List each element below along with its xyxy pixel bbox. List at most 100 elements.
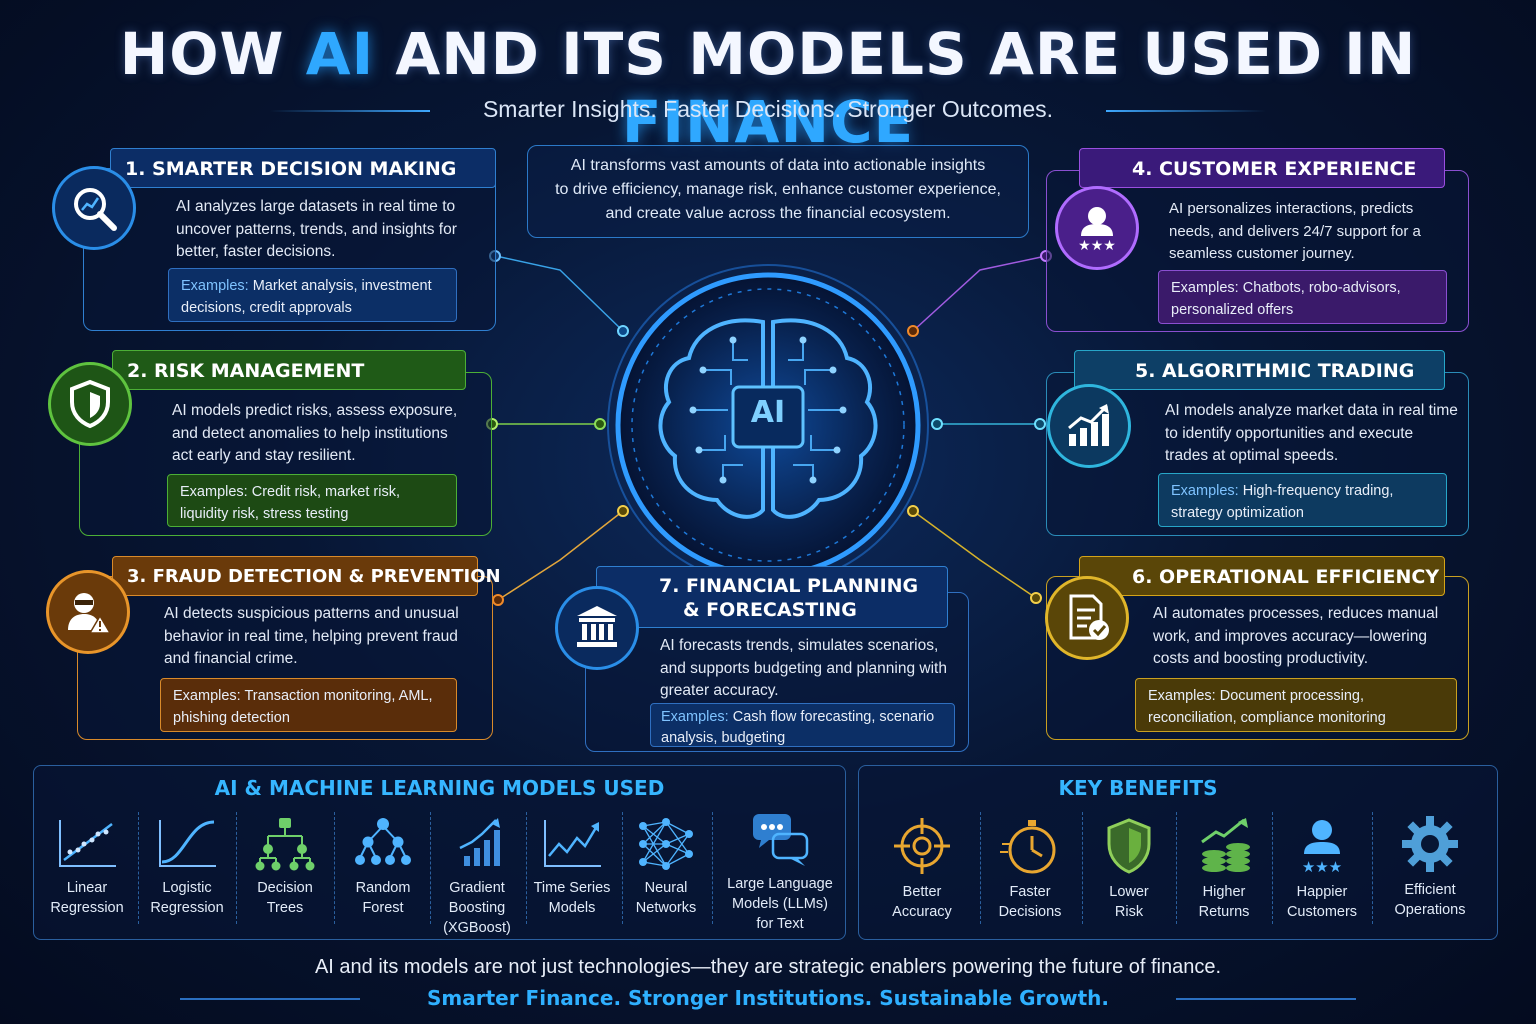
models-panel-title: AI & MACHINE LEARNING MODELS USED bbox=[214, 776, 665, 800]
footer-divider-left bbox=[180, 998, 360, 1000]
shield-icon bbox=[1107, 818, 1151, 874]
connector-node bbox=[492, 594, 504, 606]
card-title: 3. FRAUD DETECTION & PREVENTION bbox=[112, 556, 501, 596]
user-stars-icon: ★★★ bbox=[1302, 820, 1342, 876]
card-examples: Examples: Transaction monitoring, AML, p… bbox=[160, 678, 457, 732]
masked-person-warning-icon bbox=[46, 570, 130, 654]
connector-node bbox=[594, 418, 606, 430]
shield-icon bbox=[48, 362, 132, 446]
divider bbox=[1372, 812, 1373, 924]
divider bbox=[236, 812, 237, 924]
card-title: 4. CUSTOMER EXPERIENCE bbox=[1079, 148, 1445, 188]
neural-network-icon bbox=[639, 818, 693, 870]
card-examples: Examples: Credit risk, market risk, liqu… bbox=[167, 474, 457, 527]
subtitle-divider-right bbox=[1106, 110, 1266, 112]
divider bbox=[980, 812, 981, 924]
target-icon bbox=[894, 818, 950, 874]
divider bbox=[622, 812, 623, 924]
bank-icon bbox=[555, 586, 639, 670]
card-examples: Examples: Document processing, reconcili… bbox=[1135, 678, 1457, 732]
connector-node bbox=[907, 325, 919, 337]
models-panel bbox=[33, 765, 846, 940]
intro-line: AI transforms vast amounts of data into … bbox=[570, 157, 986, 174]
card-examples: Examples: Cash flow forecasting, scenari… bbox=[650, 703, 955, 747]
card-title: 5. ALGORITHMIC TRADING bbox=[1074, 350, 1445, 390]
stopwatch-icon bbox=[1000, 820, 1056, 874]
card-examples: Examples: Chatbots, robo-advisors, perso… bbox=[1158, 270, 1447, 324]
decision-tree-icon bbox=[255, 818, 315, 871]
divider bbox=[1272, 812, 1273, 924]
card-examples: Examples: High-frequency trading, strate… bbox=[1158, 473, 1447, 527]
footer-divider-right bbox=[1176, 998, 1356, 1000]
page-title: HOW AI AND ITS MODELS ARE USED IN FINANC… bbox=[119, 20, 1417, 156]
svg-text:★★★: ★★★ bbox=[1078, 238, 1116, 254]
coins-growth-icon bbox=[1201, 818, 1250, 872]
divider bbox=[334, 812, 335, 924]
card-description: AI models predict risks, assess exposure… bbox=[172, 402, 458, 464]
intro-line: and create value across the financial ec… bbox=[605, 205, 951, 222]
time-series-icon bbox=[544, 820, 601, 867]
intro-box: AI transforms vast amounts of data into … bbox=[527, 145, 1029, 238]
card-description: AI analyzes large datasets in real time … bbox=[176, 198, 457, 260]
user-rating-icon: ★★★ bbox=[1055, 186, 1139, 270]
card-title: 1. SMARTER DECISION MAKING bbox=[110, 148, 496, 188]
card-description: AI detects suspicious patterns and unusu… bbox=[164, 605, 459, 667]
trend-bars-icon bbox=[1047, 384, 1131, 468]
benefits-panel bbox=[858, 765, 1498, 940]
connector-node bbox=[907, 505, 919, 517]
card-examples: Examples: Market analysis, investment de… bbox=[168, 268, 457, 322]
ai-chip-label: AI bbox=[750, 395, 786, 430]
connector-node bbox=[1030, 592, 1042, 604]
divider bbox=[1082, 812, 1083, 924]
intro-line: to drive efficiency, manage risk, enhanc… bbox=[555, 181, 1001, 198]
chat-bubbles-icon bbox=[753, 814, 809, 866]
divider bbox=[712, 812, 713, 924]
divider bbox=[526, 812, 527, 924]
ai-brain-emblem bbox=[607, 264, 929, 586]
divider bbox=[430, 812, 431, 924]
card-title: 7. FINANCIAL PLANNING& FORECASTING bbox=[596, 566, 948, 628]
logistic-curve-icon bbox=[159, 820, 216, 867]
gear-icon bbox=[1402, 816, 1458, 872]
divider bbox=[1176, 812, 1177, 924]
connector-node bbox=[1034, 418, 1046, 430]
document-check-icon bbox=[1045, 576, 1129, 660]
page-subtitle: Smarter Insights. Faster Decisions. Stro… bbox=[482, 96, 1054, 122]
title-finance-highlight: FINANCE bbox=[621, 88, 915, 156]
divider bbox=[138, 812, 139, 924]
card-title: 2. RISK MANAGEMENT bbox=[112, 350, 466, 390]
connector-node bbox=[931, 418, 943, 430]
benefits-panel-title: KEY BENEFITS bbox=[1058, 776, 1218, 800]
footer-statement: AI and its models are not just technolog… bbox=[314, 956, 1222, 978]
title-ai-highlight: AI bbox=[305, 20, 375, 88]
random-forest-icon bbox=[355, 818, 411, 865]
linear-regression-icon bbox=[59, 820, 116, 867]
card-description: AI forecasts trends, simulates scenarios… bbox=[660, 637, 947, 699]
gradient-boosting-icon bbox=[459, 818, 500, 866]
svg-text:★★★: ★★★ bbox=[1302, 858, 1342, 876]
connector-node bbox=[617, 505, 629, 517]
card-title: 6. OPERATIONAL EFFICIENCY bbox=[1079, 556, 1445, 596]
connector-node bbox=[617, 325, 629, 337]
subtitle-divider-left bbox=[270, 110, 430, 112]
card-description: AI personalizes interactions, predicts n… bbox=[1169, 200, 1421, 262]
card-description: AI automates processes, reduces manual w… bbox=[1153, 605, 1439, 667]
card-description: AI models analyze market data in real ti… bbox=[1165, 402, 1458, 464]
magnifier-chart-icon bbox=[52, 166, 136, 250]
footer-tagline: Smarter Finance. Stronger Institutions. … bbox=[427, 986, 1109, 1010]
